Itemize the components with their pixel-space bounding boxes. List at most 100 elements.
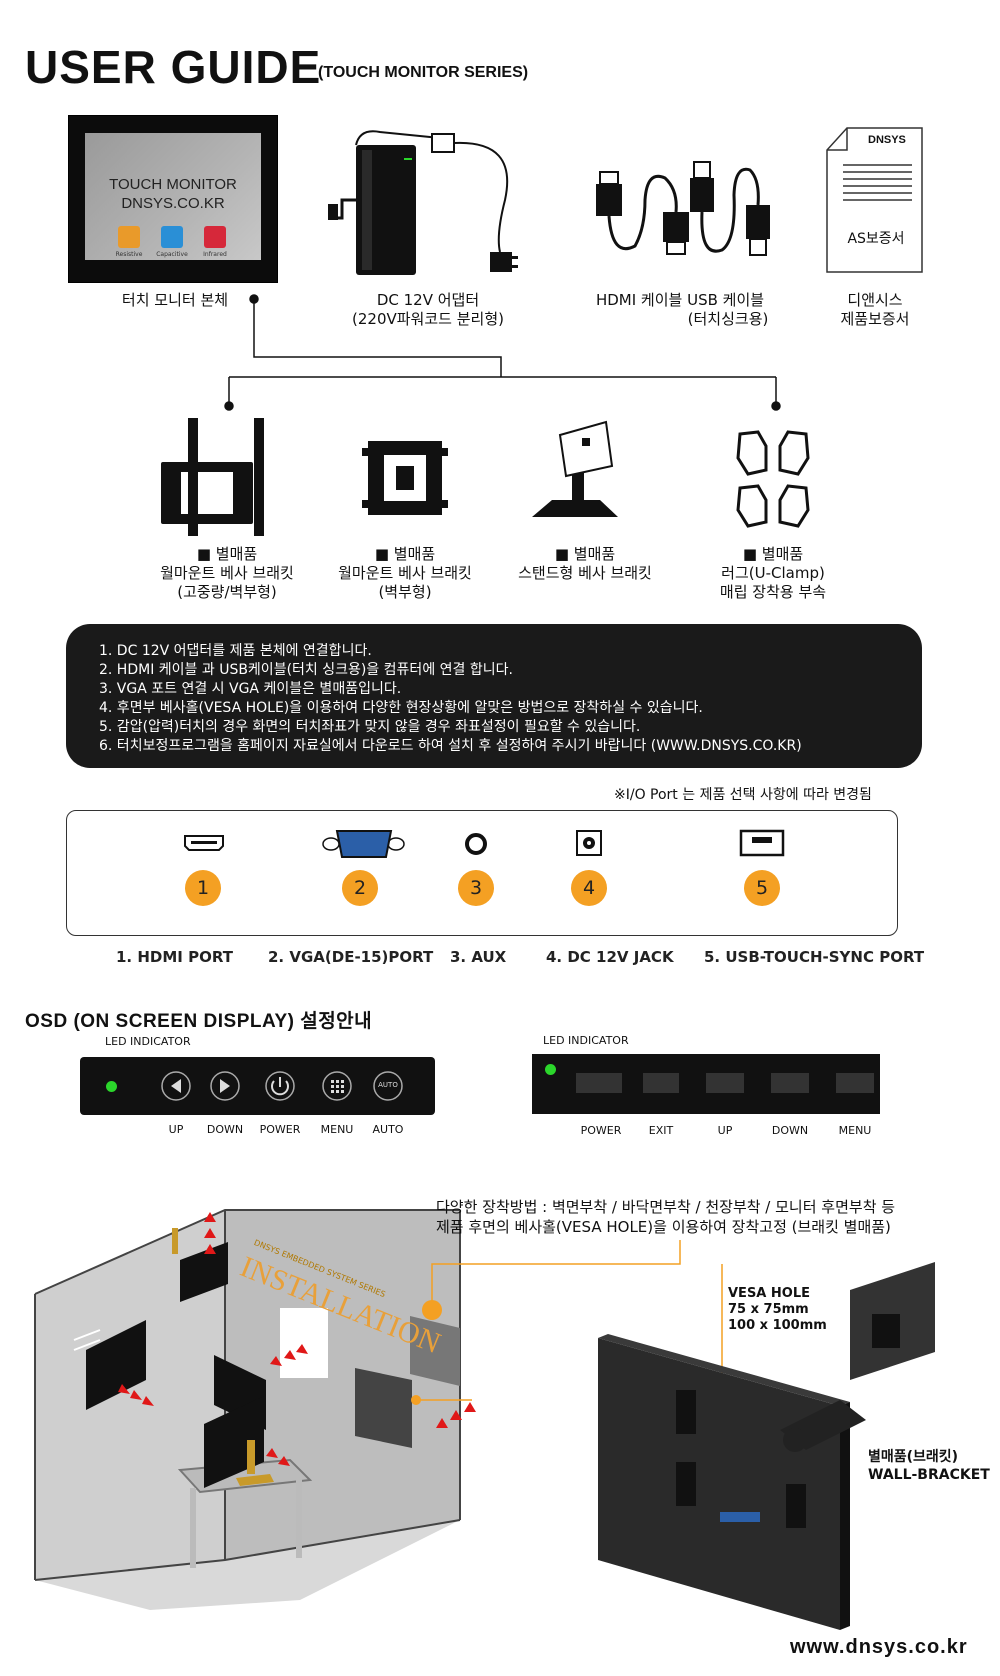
dc-adapter-icon (328, 130, 518, 275)
caption-line: DC 12V 어댑터 (376, 291, 480, 309)
accessory-caption: ■ 별매품 스탠드형 베사 브래킷 (490, 545, 680, 583)
port-label: 4. DC 12V JACK (546, 948, 674, 966)
monitor-screen-text: TOUCH MONITOR DNSYS.CO.KR (85, 175, 261, 213)
accessory-caption: ■ 별매품 월마운트 베사 브래킷 (벽부형) (310, 545, 500, 602)
instruction-item: 6. 터치보정프로그램을 홈페이지 자료실에서 다운로드 하여 설치 후 설정하… (99, 738, 802, 754)
installation-description: 다양한 장착방법 : 벽면부착 / 바닥면부착 / 천장부착 / 모니터 후면부… (436, 1197, 895, 1237)
auto-button-icon: AUTO (378, 1081, 398, 1089)
osd-button-label: MENU (320, 1123, 354, 1136)
caption-line: HDMI 케이블 USB 케이블 (595, 291, 765, 309)
led-indicator-light (545, 1064, 556, 1075)
port-label: 2. VGA(DE-15)PORT (268, 948, 434, 966)
instructions-box: 1. DC 12V 어댑터를 제품 본체에 연결합니다. 2. HDMI 케이블… (66, 624, 922, 768)
touch-type-label: Resistive (115, 251, 143, 258)
bracket-line: WALL-BRACKET (868, 1467, 990, 1483)
stand-bracket-icon (532, 420, 618, 517)
component-caption: DC 12V 어댑터 (220V파워코드 분리형) (328, 291, 528, 329)
installation-line: 제품 후면의 베사홀(VESA HOLE)을 이용하여 장착고정 (브래킷 별매… (436, 1218, 891, 1236)
hdmi-cable-icon (596, 171, 689, 255)
caption-line: 월마운트 베사 브래킷 (160, 564, 294, 582)
menu-button[interactable] (836, 1073, 874, 1093)
led-indicator-label: LED INDICATOR (543, 1034, 629, 1047)
wall-mount-heavy-bracket-icon (161, 418, 264, 536)
caption-line: 매립 장착용 부속 (719, 583, 827, 601)
component-caption: HDMI 케이블 USB 케이블 (터치싱크용) (580, 291, 780, 329)
website-url[interactable]: www.dnsys.co.kr (790, 1636, 968, 1658)
port-number-badge: 4 (571, 870, 607, 906)
port-label: 1. HDMI PORT (116, 948, 233, 966)
accessory-tag: ■ 별매품 (374, 545, 436, 563)
u-clamp-icon (736, 430, 810, 528)
component-caption: 터치 모니터 본체 (95, 291, 255, 310)
port-number-badge: 2 (342, 870, 378, 906)
capacitive-touch-icon (161, 226, 183, 248)
osd-panel-a-buttons (161, 1071, 403, 1101)
port-number-badge: 3 (458, 870, 494, 906)
caption-line: 스탠드형 베사 브래킷 (518, 564, 652, 582)
dc-jack-icon (576, 830, 602, 856)
vesa-line: 100 x 100mm (728, 1318, 827, 1333)
callout-dot (422, 1300, 442, 1320)
menu-button-icon (331, 1080, 344, 1093)
page-subtitle: (TOUCH MONITOR SERIES) (318, 64, 529, 81)
warranty-document-icon (826, 127, 923, 273)
down-button[interactable] (771, 1073, 809, 1093)
osd-button-label: MENU (838, 1124, 872, 1137)
led-indicator-label: LED INDICATOR (105, 1035, 191, 1048)
vesa-line: VESA HOLE (728, 1286, 810, 1301)
accessory-connector-lines (224, 294, 781, 411)
resistive-touch-icon (118, 226, 140, 248)
instruction-item: 1. DC 12V 어댑터를 제품 본체에 연결합니다. (99, 643, 372, 659)
caption-line: 디앤시스 (847, 291, 903, 309)
accessory-caption: ■ 별매품 러그(U-Clamp) 매립 장착용 부속 (678, 545, 868, 602)
installation-room-illustration (34, 1209, 461, 1610)
exit-button[interactable] (643, 1073, 679, 1093)
caption-line: (벽부형) (378, 583, 432, 601)
port-label: 5. USB-TOUCH-SYNC PORT (704, 948, 925, 966)
accessory-tag: ■ 별매품 (554, 545, 616, 563)
osd-button-label: POWER (580, 1124, 622, 1137)
usb-port-icon (739, 829, 785, 857)
caption-line: (고중량/벽부형) (177, 583, 277, 601)
caption-line: 월마운트 베사 브래킷 (338, 564, 472, 582)
instruction-item: 5. 감압(압력)터치의 경우 화면의 터치좌표가 맞지 않을 경우 좌표설정이… (99, 719, 641, 735)
osd-section-title: OSD (ON SCREEN DISPLAY) 설정안내 (25, 1011, 373, 1032)
osd-button-label: UP (168, 1123, 184, 1136)
caption-line: (220V파워코드 분리형) (352, 310, 504, 328)
usb-cable-icon (690, 161, 770, 256)
aux-port-icon (465, 833, 487, 855)
caption-line: 러그(U-Clamp) (721, 564, 825, 582)
installation-line: 다양한 장착방법 : 벽면부착 / 바닥면부착 / 천장부착 / 모니터 후면부… (436, 1198, 896, 1216)
led-indicator-light (106, 1081, 117, 1092)
io-port-note: ※I/O Port 는 제품 선택 사항에 따라 변경됨 (614, 787, 872, 803)
wall-mount-bracket-icon (362, 441, 448, 515)
hdmi-port-icon (184, 835, 224, 851)
osd-button-label: POWER (259, 1123, 301, 1136)
power-button-icon (271, 1077, 289, 1096)
monitor-rear-illustration (598, 1334, 850, 1630)
up-button[interactable] (706, 1073, 744, 1093)
vesa-hole-spec: VESA HOLE 75 x 75mm 100 x 100mm (728, 1286, 827, 1334)
red-arrow-markers (118, 1212, 476, 1466)
vesa-line: 75 x 75mm (728, 1302, 809, 1317)
up-button-icon (171, 1079, 181, 1093)
page-title: USER GUIDE (25, 41, 322, 93)
warranty-brand: DNSYS (868, 134, 906, 146)
monitor-screen-line2: DNSYS.CO.KR (121, 195, 225, 212)
port-number-badge: 1 (185, 870, 221, 906)
osd-button-label: DOWN (771, 1124, 809, 1137)
caption-line: 제품보증서 (840, 310, 910, 328)
component-caption: 디앤시스 제품보증서 (805, 291, 945, 329)
osd-button-label: UP (717, 1124, 733, 1137)
touch-type-label: Infrared (203, 251, 227, 258)
instruction-item: 3. VGA 포트 연결 시 VGA 케이블은 별매품입니다. (99, 681, 402, 697)
instruction-item: 4. 후면부 베사홀(VESA HOLE)을 이용하여 다양한 현장상황에 알맞… (99, 700, 703, 716)
osd-button-label: DOWN (206, 1123, 244, 1136)
port-label: 3. AUX (450, 948, 507, 966)
accessory-caption: ■ 별매품 월마운트 베사 브래킷 (고중량/벽부형) (132, 545, 322, 602)
touch-type-label: Capacitive (156, 251, 188, 258)
power-button[interactable] (576, 1073, 622, 1093)
warranty-label: AS보증서 (847, 231, 905, 247)
port-number-badge: 5 (744, 870, 780, 906)
